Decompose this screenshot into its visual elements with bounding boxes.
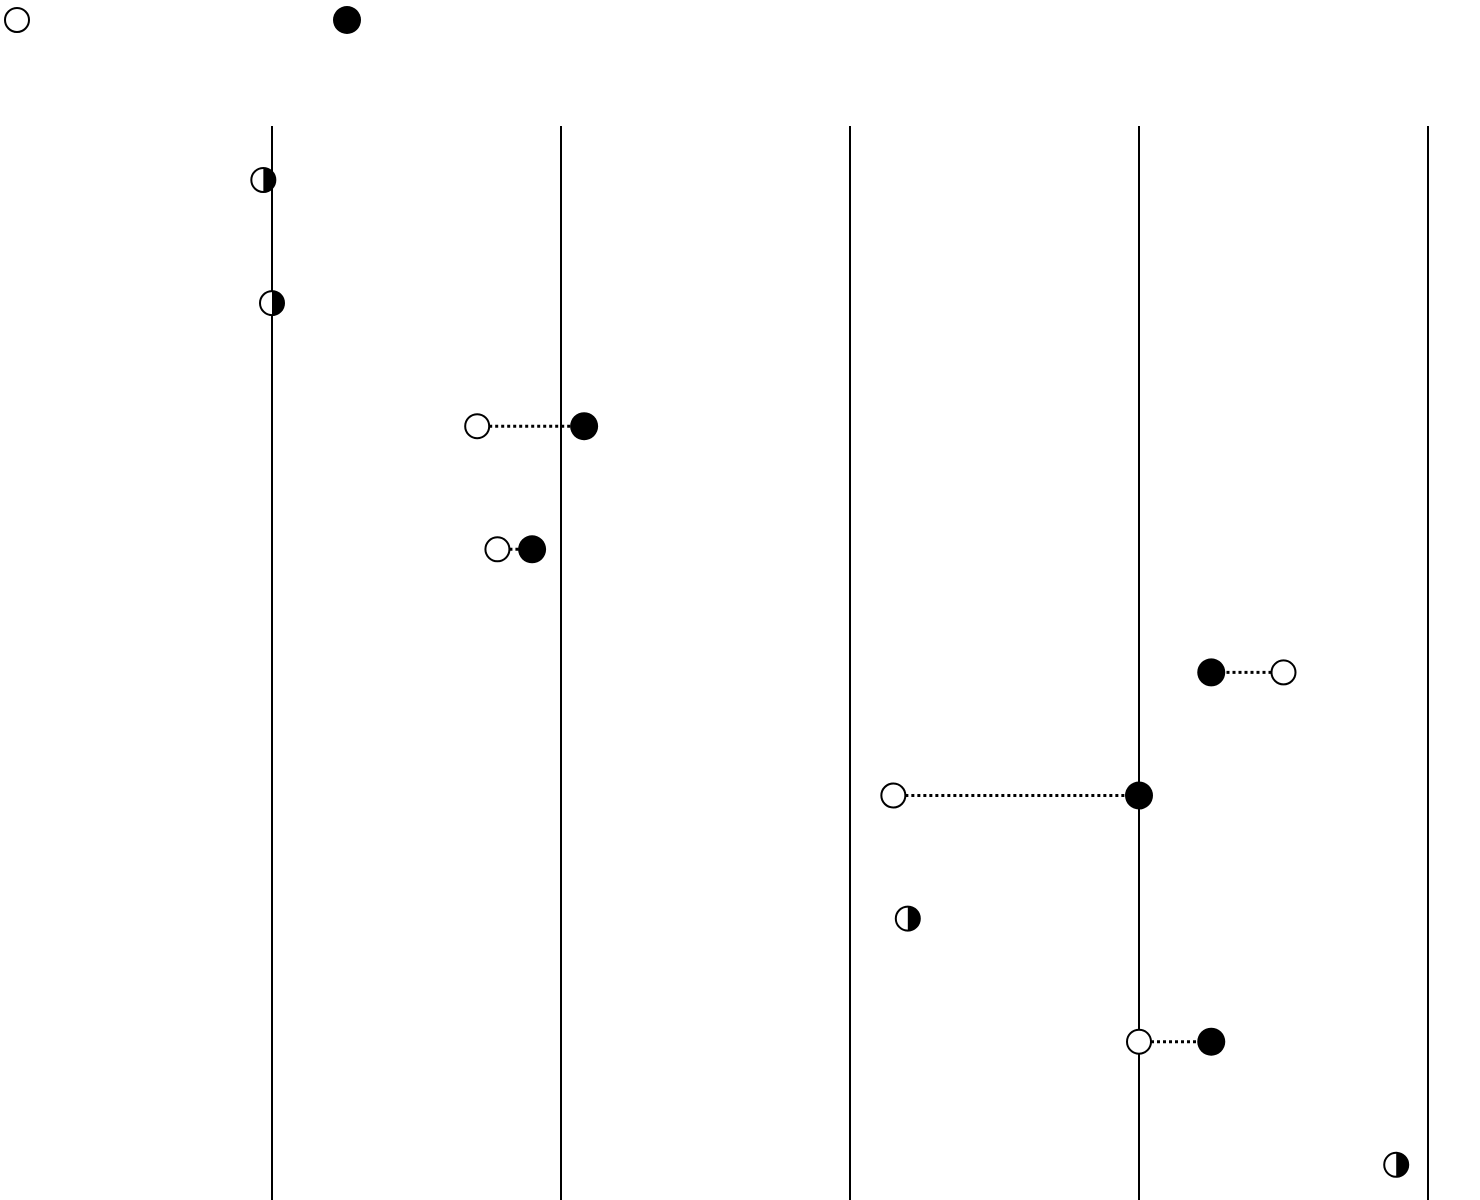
row-3-filled-point: [518, 535, 547, 564]
row-5-filled-point: [1125, 781, 1153, 810]
row-8-overlap-half: [1396, 1152, 1409, 1177]
row-5-open-point: [880, 782, 907, 809]
legend-open-marker: [4, 7, 30, 33]
row-2-open-point: [464, 413, 491, 440]
row-7-filled-point: [1197, 1027, 1226, 1056]
row-7-open-point: [1126, 1028, 1152, 1055]
row-3-open-point: [484, 536, 511, 563]
row-1-overlap-half: [272, 291, 284, 316]
legend-filled-marker: [333, 6, 361, 34]
row-4-open-point: [1270, 659, 1297, 686]
row-4-filled-point: [1197, 658, 1226, 687]
row-2-filled-point: [570, 412, 599, 441]
row-6-overlap-half: [907, 906, 920, 931]
row-0-overlap-half: [263, 168, 276, 192]
